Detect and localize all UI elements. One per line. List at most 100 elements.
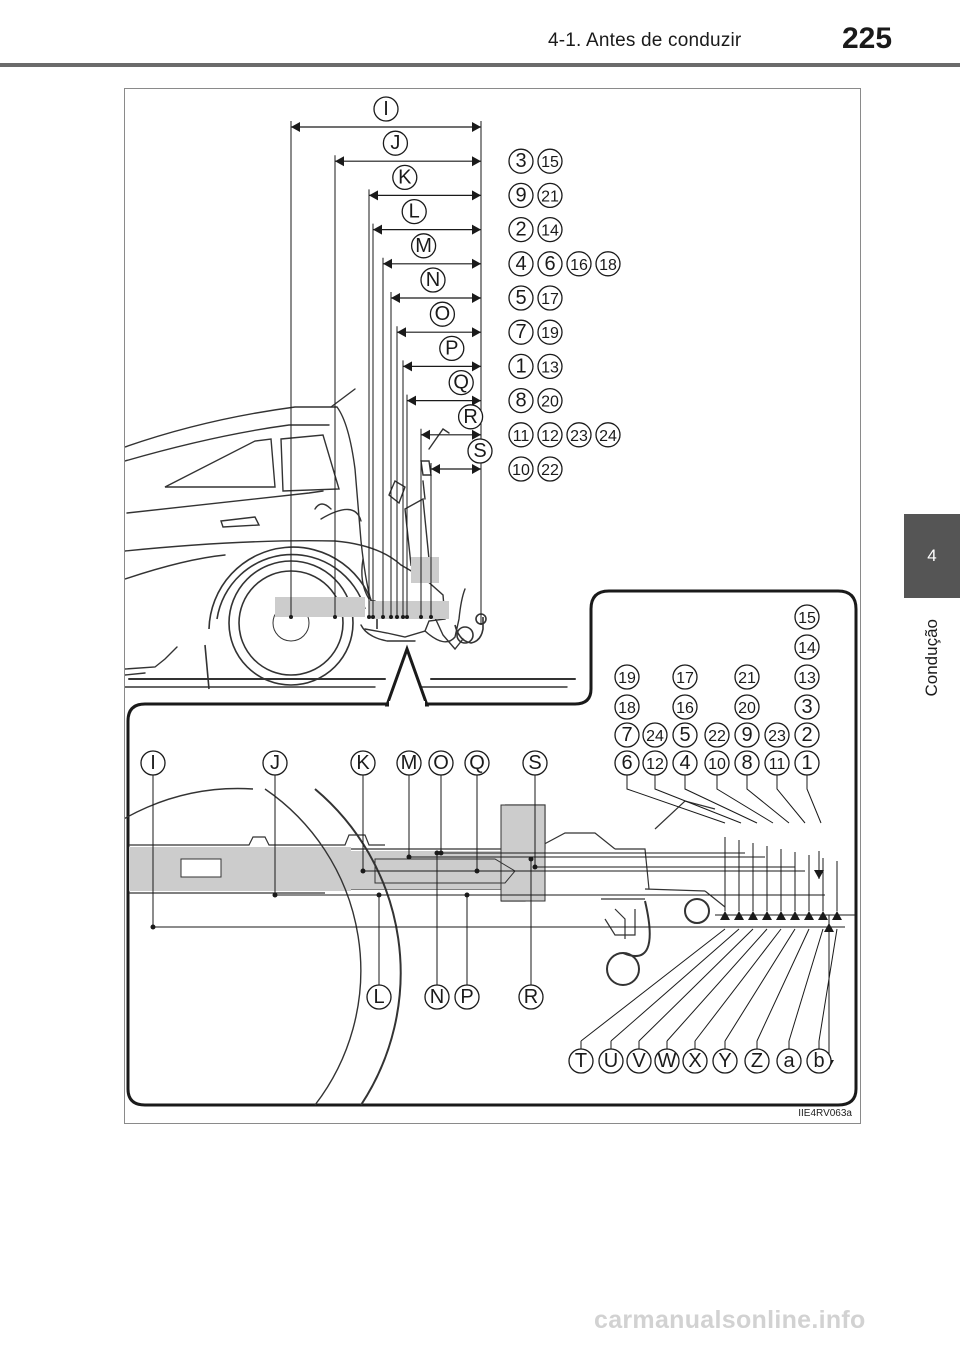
header-section-title: 4-1. Antes de conduzir: [548, 30, 742, 51]
detail-number-8-text: 8: [741, 752, 752, 774]
detail-number-18: 18: [614, 694, 640, 720]
callout-J-text: J: [390, 132, 400, 154]
arrowhead: [472, 156, 481, 167]
callout-number-15-text: 15: [541, 154, 559, 171]
arrowhead: [472, 122, 481, 132]
callout-P-text: P: [445, 337, 458, 359]
detail-number-3-text: 3: [801, 696, 812, 718]
arrowhead: [373, 224, 382, 235]
chapter-label: Condução: [904, 610, 960, 706]
detail-number-2: 2: [794, 722, 820, 748]
dimension-callout-X: X: [682, 1048, 708, 1074]
callout-number-8-text: 8: [515, 390, 526, 412]
dimension-callout-b: b: [806, 1048, 832, 1074]
arrowhead: [397, 327, 406, 338]
detail-number-20: 20: [734, 694, 760, 720]
arrowhead: [472, 361, 481, 372]
detail-callout-J-text: J: [270, 752, 280, 774]
callout-number-21-text: 21: [541, 188, 559, 205]
measure-point: [367, 615, 371, 619]
callout-number-24: 24: [595, 422, 621, 448]
measure-point: [381, 615, 385, 619]
page-number: 225: [842, 22, 893, 55]
callout-S: S: [467, 438, 493, 464]
dimension-callout-V-text: V: [632, 1050, 646, 1072]
measure-point: [333, 615, 337, 619]
detail-number-12-text: 12: [646, 756, 664, 773]
callout-I: I: [373, 96, 399, 122]
detail-callout-R-text: R: [524, 986, 538, 1008]
detail-number-1-text: 1: [801, 752, 812, 774]
arrowhead: [472, 327, 481, 338]
callout-number-18: 18: [595, 251, 621, 277]
detail-number-23-text: 23: [768, 728, 786, 745]
callout-R-text: R: [463, 406, 477, 428]
arrowhead: [383, 258, 392, 269]
detail-number-11-text: 11: [769, 756, 786, 773]
dimension-callout-T: T: [568, 1048, 594, 1074]
detail-number-22-text: 22: [708, 728, 726, 745]
measure-point: [419, 615, 423, 619]
detail-callout-Q: Q: [464, 750, 490, 776]
callout-O-text: O: [435, 303, 451, 325]
arrowhead: [472, 395, 481, 406]
callout-number-17: 17: [537, 285, 563, 311]
chapter-tab[interactable]: 4: [904, 514, 960, 598]
arrowhead: [403, 361, 412, 372]
detail-callout-O-text: O: [433, 752, 449, 774]
callout-number-9-text: 9: [515, 184, 526, 206]
callout-number-23: 23: [566, 422, 592, 448]
callout-M-text: M: [415, 235, 432, 257]
detail-number-14-text: 14: [798, 640, 816, 657]
callout-pointer: [384, 644, 430, 709]
dimension-callout-U: U: [598, 1048, 624, 1074]
detail-number-15: 15: [794, 604, 820, 630]
callout-number-4: 4: [508, 251, 534, 277]
detail-number-9: 9: [734, 722, 760, 748]
detail-number-9-text: 9: [741, 724, 752, 746]
callout-R: R: [457, 404, 484, 430]
detail-number-21-text: 21: [738, 670, 756, 687]
measure-point: [434, 850, 440, 856]
detail-number-2-text: 2: [801, 724, 812, 746]
callout-number-18-text: 18: [599, 257, 617, 274]
detail-number-3: 3: [794, 694, 820, 720]
measure-point: [429, 615, 433, 619]
detail-callout-S: S: [522, 750, 548, 776]
callout-number-16: 16: [566, 251, 592, 277]
callout-number-5: 5: [508, 285, 534, 311]
detail-number-1: 1: [794, 750, 820, 776]
callout-K: K: [392, 164, 418, 191]
detail-number-16-text: 16: [676, 700, 694, 717]
detail-number-15-text: 15: [798, 610, 816, 627]
dimension-callout-U-text: U: [604, 1050, 618, 1072]
detail-number-14: 14: [794, 634, 820, 660]
measure-point: [389, 615, 393, 619]
callout-number-22-text: 22: [541, 462, 559, 479]
detail-callout-R: R: [518, 984, 544, 1010]
detail-number-17-text: 17: [676, 670, 694, 687]
callout-I-text: I: [383, 98, 389, 120]
callout-number-7-text: 7: [515, 321, 526, 343]
measure-point: [464, 892, 470, 898]
callout-number-4-text: 4: [515, 253, 526, 275]
detail-callout-O: O: [428, 750, 454, 776]
dimension-callout-V: V: [626, 1048, 652, 1074]
measure-point: [528, 856, 534, 862]
dimension-callout-b-text: b: [813, 1050, 824, 1072]
callout-number-19: 19: [537, 319, 563, 345]
dimension-callout-W-text: W: [658, 1050, 677, 1072]
measure-point: [371, 615, 375, 619]
detail-callout-L: L: [366, 984, 392, 1010]
callout-number-11: 11: [508, 422, 534, 448]
detail-number-6: 6: [614, 750, 640, 776]
callout-L-text: L: [409, 201, 420, 223]
detail-callout-Q-text: Q: [469, 752, 485, 774]
detail-number-4: 4: [672, 750, 698, 776]
dimension-callout-Z-text: Z: [751, 1050, 763, 1072]
measure-point: [395, 615, 399, 619]
callout-number-13-text: 13: [541, 359, 559, 376]
detail-callout-K: K: [350, 750, 376, 776]
